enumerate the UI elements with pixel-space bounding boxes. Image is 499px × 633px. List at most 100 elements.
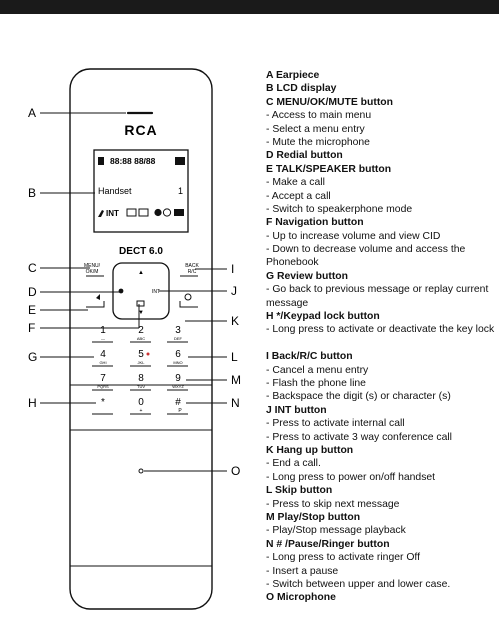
key-4-sub[interactable]: GHI [99, 360, 106, 365]
legend-heading: G Review button [266, 270, 348, 282]
key-8-sub[interactable]: TUV [137, 384, 145, 389]
signal-icon [98, 157, 104, 165]
legend-item: - Long press to activate or deactivate t… [266, 324, 495, 336]
legend-heading: D Redial button [266, 150, 343, 162]
legend-heading: K Hang up button [266, 444, 354, 456]
callout-M: M [231, 373, 241, 387]
callout-A: A [28, 106, 36, 120]
legend-item: - Go back to previous message or replay … [266, 284, 489, 309]
talk-button[interactable] [86, 301, 105, 308]
nav-down-icon[interactable]: ▼ [138, 310, 144, 316]
key-1[interactable]: 1 [100, 325, 106, 336]
legend-item: - Insert a pause [266, 565, 339, 577]
hang-up-icon[interactable] [184, 293, 192, 301]
lcd-display [93, 149, 189, 233]
key-6-sub[interactable]: MNO [173, 360, 182, 365]
key-6[interactable]: 6 [175, 349, 181, 360]
envelope-icon [126, 208, 137, 217]
key-2[interactable]: 2 [138, 325, 144, 336]
legend-heading: E TALK/SPEAKER button [266, 163, 392, 175]
keypad: 1 — 2 ABC 3 DEF 4 GHI 5 JKL 6 MNO 7 PQRS… [97, 325, 184, 414]
ringer-icon [162, 208, 172, 217]
int-key-label[interactable]: INT [152, 289, 160, 295]
key-0-sub[interactable]: + [140, 408, 143, 414]
key-underlines [92, 341, 188, 415]
hang-up-button[interactable] [179, 301, 198, 308]
legend-item: - Mute the microphone [266, 136, 370, 148]
key-hash-sub[interactable]: P [178, 408, 182, 414]
talk-icon[interactable] [96, 294, 100, 300]
key-9[interactable]: 9 [175, 373, 181, 384]
legend-item: - Play/Stop message playback [266, 525, 406, 537]
book-icon [138, 208, 149, 217]
phone-diagram: RCA 88:88 88/88 Handset 1 INT DECT 6.0 M… [28, 68, 241, 610]
legend-heading: C MENU/OK/MUTE button [266, 96, 393, 108]
legend-heading: H */Keypad lock button [266, 311, 380, 323]
brand-logo: RCA [124, 122, 157, 138]
legend-item: - Press to activate 3 way conference cal… [266, 431, 452, 443]
callout-F: F [28, 321, 35, 335]
key-8[interactable]: 8 [138, 373, 144, 384]
handset-icon [98, 210, 104, 217]
key-1-sub[interactable]: — [101, 336, 105, 341]
lcd-handset-name: Handset [98, 186, 132, 196]
callout-E: E [28, 303, 36, 317]
legend-heading: B LCD display [266, 83, 337, 95]
legend-heading: I Back/R/C button [266, 351, 353, 363]
callout-O: O [231, 464, 240, 478]
callout-lines [40, 112, 227, 472]
redial-button[interactable] [118, 288, 124, 294]
lcd-status-line: 88:88 88/88 [110, 156, 156, 166]
legend-item: - Switch between upper and lower case. [266, 578, 451, 590]
legend-item: - Press to skip next message [266, 498, 400, 510]
legend-item: - Access to main menu [266, 110, 372, 122]
callout-K: K [231, 314, 239, 328]
legend-item: - Backspace the digit (s) or character (… [266, 391, 451, 403]
microphone [138, 468, 144, 474]
lcd-int-icon: INT [106, 209, 119, 218]
legend-item: - End a call. [266, 458, 321, 470]
key-9-sub[interactable]: WXYZ [172, 384, 184, 389]
legend-item: - Select a menu entry [266, 123, 365, 135]
key-0[interactable]: 0 [138, 397, 144, 408]
callout-C: C [28, 261, 37, 275]
lcd-handset-number: 1 [178, 186, 183, 196]
key-5[interactable]: 5 [138, 349, 144, 360]
legend-heading: N # /Pause/Ringer button [266, 538, 390, 550]
legend-heading: O Microphone [266, 592, 336, 604]
callout-D: D [28, 285, 37, 299]
model-label: DECT 6.0 [119, 246, 163, 257]
legend-item: - Cancel a menu entry [266, 364, 369, 376]
legend-item: - Flash the phone line [266, 378, 366, 390]
key-5-sub[interactable]: JKL [138, 360, 146, 365]
key-3-sub[interactable]: DEF [174, 336, 183, 341]
back-key-label-2[interactable]: R/C [188, 269, 197, 275]
key-star[interactable]: * [101, 397, 105, 408]
key-2-sub[interactable]: ABC [137, 336, 145, 341]
menu-key-label[interactable]: MENU/ [84, 263, 101, 269]
key-4[interactable]: 4 [100, 349, 106, 360]
key-3[interactable]: 3 [175, 325, 181, 336]
callout-letters: A B C D E F G H I J K L M N O [28, 106, 241, 478]
callout-J: J [231, 284, 237, 298]
key-7-sub[interactable]: PQRS [97, 384, 109, 389]
key-hash[interactable]: # [175, 397, 181, 408]
legend-item: - Press to activate internal call [266, 418, 405, 430]
nav-up-icon[interactable]: ▲ [138, 270, 144, 276]
legend-item: - Long press to power on/off handset [266, 471, 436, 483]
legend-heading: J INT button [266, 404, 327, 416]
legend-item: - Switch to speakerphone mode [266, 203, 413, 215]
key-7[interactable]: 7 [100, 373, 106, 384]
legend-item: - Accept a call [266, 190, 331, 202]
alarm-icon [154, 208, 162, 217]
page-top-bar [0, 0, 499, 14]
back-key-label[interactable]: BACK [185, 263, 199, 269]
legend-heading: F Navigation button [266, 217, 364, 229]
legend-item: - Make a call [266, 177, 325, 189]
review-icon[interactable] [136, 300, 145, 307]
legend-heading: L Skip button [266, 485, 333, 497]
callout-B: B [28, 186, 36, 200]
menu-key-label-2[interactable]: OK/M [86, 269, 99, 275]
callout-G: G [28, 350, 37, 364]
